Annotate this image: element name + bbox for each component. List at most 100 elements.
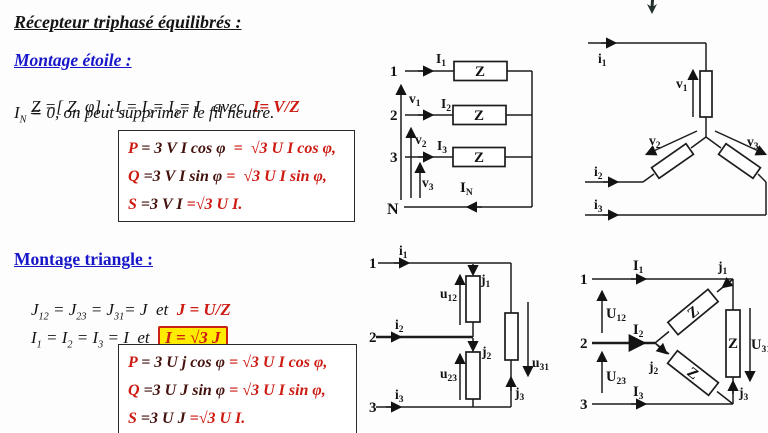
s-mid: =3 U J — [136, 410, 190, 427]
star-impedance-diagram: Z Z Z 1 2 3 N I1 I2 I3 v1 v2 v3 IN — [387, 51, 533, 218]
phase-1-label: 1 — [369, 256, 377, 272]
branch-current-j3-label: j3 — [738, 385, 749, 403]
power-formula-s: S =3 U J =√3 U I. — [128, 405, 352, 433]
current-arrows — [386, 257, 534, 413]
impedance-box-12 — [666, 288, 720, 336]
impedance-box-2 — [650, 142, 695, 180]
p-red: = √3 U I cos φ, — [229, 354, 328, 371]
voltage-u31-label: u31 — [532, 355, 549, 373]
p-symbol: P — [128, 354, 138, 371]
star-wye-diagram: i1 i2 i3 v1 v2 v3 — [585, 37, 768, 221]
voltage-U12-label: U12 — [606, 306, 626, 324]
current-arrows — [601, 37, 768, 221]
impedance-box-2 — [452, 104, 507, 126]
current-i1-label: i1 — [399, 243, 408, 261]
current-i2-label: I2 — [441, 96, 451, 114]
impedance-box-31 — [725, 309, 741, 378]
p-red: = √3 U I cos φ, — [233, 140, 336, 157]
branch-current-j2-label: j2 — [648, 359, 659, 377]
impedance-label-31: Z — [728, 336, 738, 352]
wires — [585, 42, 767, 216]
impedance-label-3: Z — [474, 150, 484, 166]
delta-power-formulas-box: P = 3 U j cos φ = √3 U I cos φ, Q =3 U J… — [118, 344, 357, 433]
impedance-box-3 — [452, 146, 506, 168]
delta-line-current-formula: I1 = I2 = I3 = I et I = √3 J — [14, 308, 228, 370]
impedance-label-1: Z — [475, 64, 485, 80]
voltage-u23-label: u23 — [440, 366, 457, 384]
impedance-box-3 — [717, 142, 762, 180]
current-I2-label: I2 — [633, 322, 644, 340]
voltage-U23-label: U23 — [606, 369, 626, 387]
voltage-U31-label: U31 — [751, 337, 768, 355]
impedance-box-23 — [465, 351, 481, 400]
q-red: = √3 U I sin φ, — [226, 168, 327, 185]
s-mid: =3 V I — [136, 196, 187, 213]
branch-current-j1-label: j1 — [480, 272, 491, 290]
neutral-current-note: IN = 0, on peut supprimer le fil neutre. — [14, 103, 275, 126]
branch-current-j3-label: j3 — [514, 385, 525, 403]
q-mid: =3 U J sin φ — [139, 382, 230, 399]
current-I3-label: I3 — [633, 384, 644, 402]
star-formula-black: =[ Z, φ] ; I1= I2= I3= I avec — [40, 97, 253, 120]
page-title: Récepteur triphasé équilibrés : — [14, 12, 242, 32]
impedance-label-2: Z — [474, 108, 484, 124]
power-formula-s: S =3 V I =√3 U I. — [128, 191, 350, 219]
current-i2-label: i2 — [594, 164, 603, 182]
delta-triangle-diagram: Z Z Z 1 2 3 I1 I2 I3 j1 j2 j3 U12 U23 U3… — [580, 258, 768, 413]
s-red: =√3 U I. — [189, 410, 246, 427]
delta-line-black: I1 = I2 = I3 = I et — [31, 328, 159, 351]
current-i2-label: i2 — [395, 317, 404, 335]
p-mid: = 3 U j cos φ — [137, 354, 229, 371]
current-i1-label: I1 — [436, 51, 446, 69]
voltage-v3-label: v3 — [422, 175, 434, 193]
voltage-u12-label: u12 — [440, 286, 457, 304]
power-formula-q: Q =3 U J sin φ = √3 U I sin φ, — [128, 377, 352, 405]
impedance-box-12 — [465, 275, 481, 323]
branch-current-j1-label: j1 — [717, 259, 728, 277]
current-i3-label: I3 — [437, 138, 447, 156]
power-formula-p: P = 3 V I cos φ = √3 U I cos φ, — [128, 135, 350, 163]
star-impedance-formula: Z =[ Z, φ] ; I1= I2= I3= I avec I= V/Z — [14, 77, 300, 139]
q-red: = √3 U I sin φ, — [229, 382, 326, 399]
neutral-label: N — [387, 201, 399, 218]
voltage-v2-label: v2 — [649, 133, 661, 151]
current-i3-label: i3 — [395, 387, 404, 405]
delta-impedance-diagram: 1 2 3 i1 i2 i3 j1 j2 j3 u12 u23 u31 — [369, 243, 549, 416]
s-symbol: S — [128, 410, 137, 427]
branch-current-j2-label: j2 — [481, 344, 492, 362]
voltage-v1-label: v1 — [676, 76, 688, 94]
voltage-v3-label: v3 — [747, 134, 759, 152]
phase-3-label: 3 — [369, 400, 377, 416]
voltage-v2-label: v2 — [415, 132, 427, 150]
q-mid: =3 V I sin φ — [139, 168, 227, 185]
delta-formula-red: J = U/Z — [176, 300, 231, 319]
q-symbol: Q — [128, 382, 140, 399]
phase-2-label: 2 — [580, 336, 588, 352]
impedance-box-31 — [504, 312, 519, 361]
current-arrows — [395, 65, 482, 213]
phase-1-label: 1 — [390, 64, 398, 80]
p-symbol: P — [128, 140, 138, 157]
phase-2-label: 2 — [369, 330, 377, 346]
delta-section-heading: Montage triangle : — [14, 249, 153, 269]
phase-1-label: 1 — [580, 272, 588, 288]
star-section-heading: Montage étoile : — [14, 50, 132, 70]
delta-current-formula: J12 = J23 = J31= J et J = U/Z — [14, 280, 231, 342]
s-symbol: S — [128, 196, 137, 213]
impedance-box-1 — [453, 60, 508, 82]
power-formula-q: Q =3 V I sin φ = √3 U I sin φ, — [128, 163, 350, 191]
impedance-box-1 — [699, 70, 713, 118]
s-red: =√3 U I. — [186, 196, 243, 213]
p-mid: = 3 V I cos φ — [137, 140, 234, 157]
voltage-v1-label: v1 — [409, 91, 421, 109]
q-symbol: Q — [128, 168, 140, 185]
impedance-box-23 — [666, 349, 720, 397]
current-i3-label: i3 — [594, 197, 603, 215]
wires — [376, 262, 512, 408]
current-I1-label: I1 — [633, 258, 644, 276]
vector-z-symbol: Z — [31, 97, 41, 116]
current-i1-label: i1 — [598, 51, 607, 69]
delta-formula-black: J12 = J23 = J31= J et — [31, 300, 177, 323]
star-formula-red: I= V/Z — [252, 97, 300, 116]
